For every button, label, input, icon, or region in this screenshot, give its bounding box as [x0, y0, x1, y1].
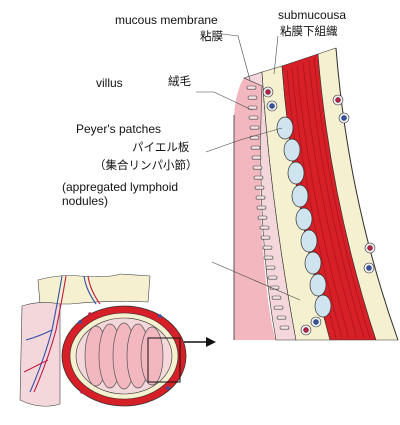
- lumen-region: [234, 78, 276, 340]
- circular-folds: [84, 322, 164, 390]
- label-peyers-patches-jp-paren: （集合リンパ小節）: [94, 158, 198, 172]
- blood-vessels: [262, 86, 376, 336]
- leader-lines: [196, 33, 301, 301]
- enlarged-section: [233, 47, 399, 341]
- mesenteric-vessels: [23, 275, 101, 393]
- label-mucous-membrane-jp: 粘膜: [200, 29, 223, 43]
- label-villus-jp: 絨毛: [168, 74, 191, 88]
- wall-vessels: [78, 312, 172, 394]
- villi: [246, 85, 290, 330]
- label-submucosa-jp: 粘膜下組織: [280, 24, 338, 38]
- lymphoid-nodules: [276, 116, 332, 318]
- label-mucous-membrane: mucous membrane: [115, 13, 218, 27]
- zoom-box: [147, 337, 181, 383]
- label-peyers-patches: Peyer's patches: [76, 122, 162, 136]
- label-aggregated-lymphoid-1: (appregated lymphoid: [62, 180, 179, 194]
- mesentery: [37, 273, 151, 305]
- label-peyers-patches-jp: パイエル板: [132, 140, 190, 154]
- label-aggregated-lymphoid-2: nodules): [62, 194, 109, 208]
- muscle-fibers: [286, 56, 371, 339]
- zoom-arrow: [184, 337, 216, 347]
- intestine-overview: [19, 273, 187, 407]
- outer-edge: [335, 47, 399, 341]
- label-submucosa: submucousa: [278, 8, 347, 22]
- label-villus: villus: [96, 76, 123, 90]
